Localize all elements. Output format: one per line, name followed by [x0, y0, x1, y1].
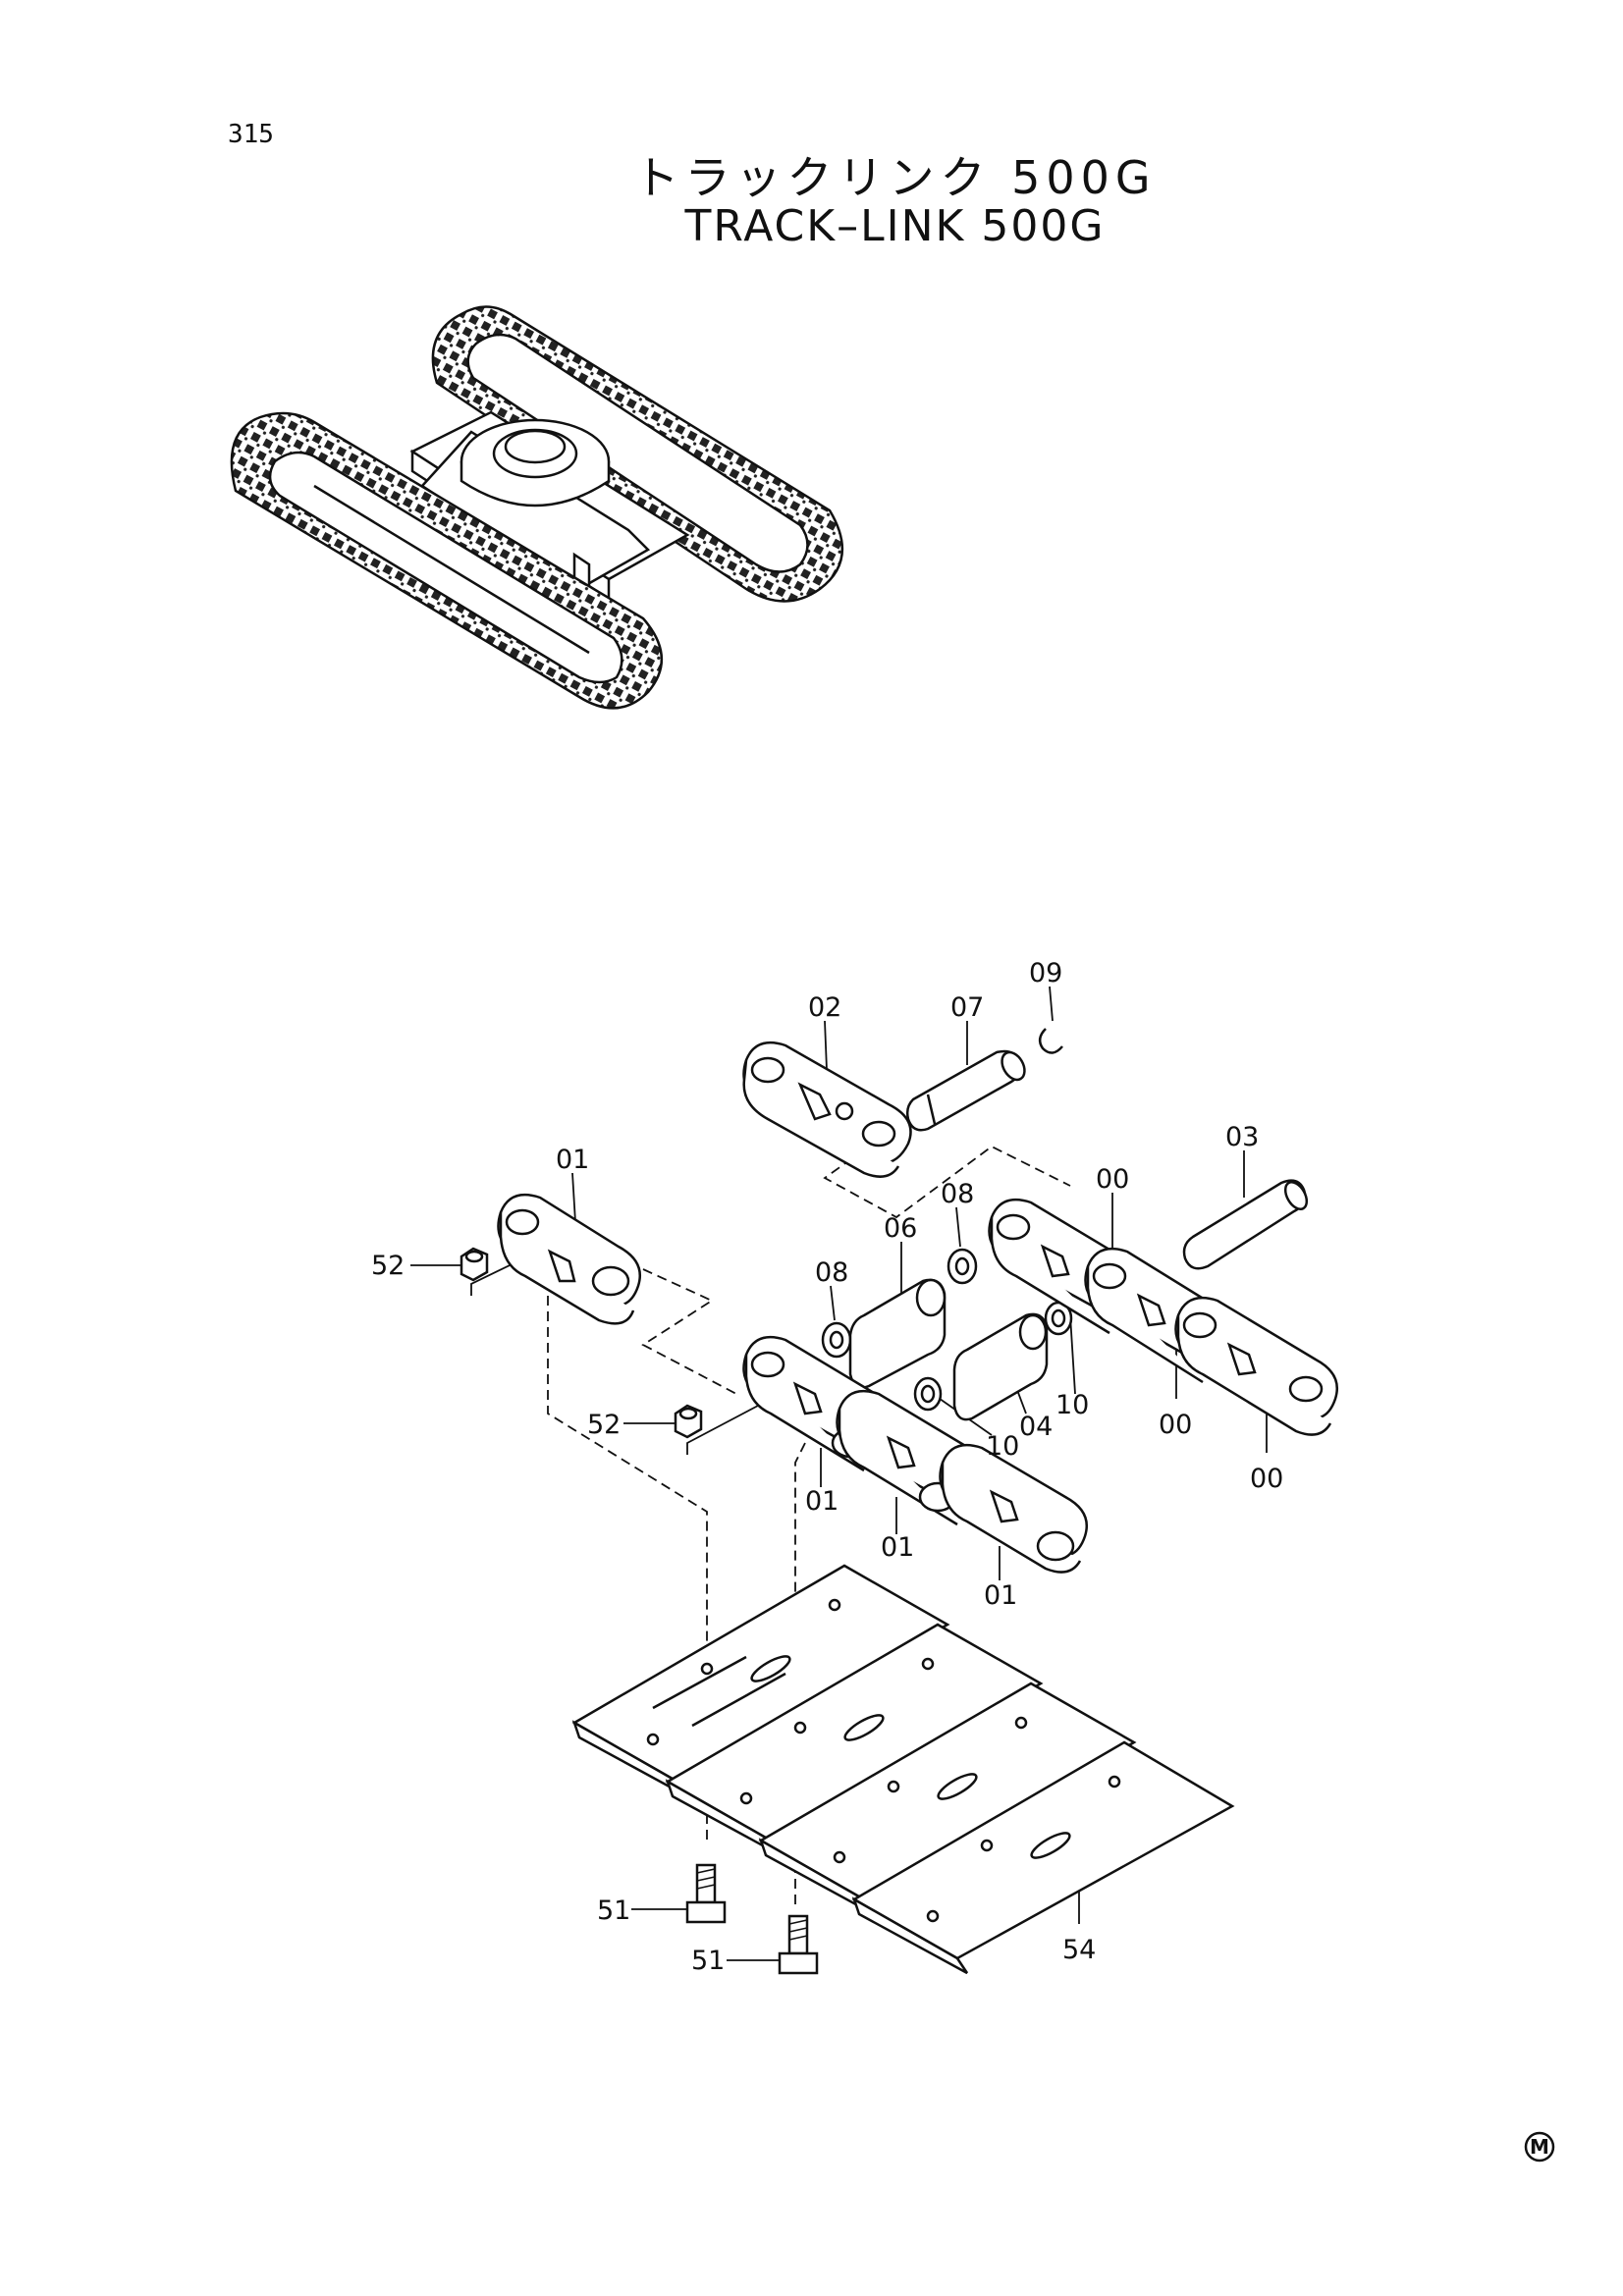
undercarriage-overview: [230, 305, 844, 710]
part-10-washer-b: [913, 1376, 943, 1412]
part-08-washer-a: [947, 1248, 978, 1285]
part-07-pin: [905, 1049, 1026, 1132]
callout-04: 04: [1019, 1412, 1053, 1442]
callout-09: 09: [1029, 958, 1062, 988]
track-far: [431, 305, 844, 603]
part-06-bushing: [848, 1278, 947, 1389]
callout-01-c: 01: [984, 1580, 1017, 1611]
part-51-bolt-b: [778, 1914, 819, 1975]
track-near: [230, 411, 663, 710]
part-02-link: [742, 1041, 912, 1178]
part-52-nut-a: [460, 1247, 489, 1282]
callout-06: 06: [884, 1213, 917, 1244]
part-08-washer-b: [821, 1321, 852, 1359]
callout-52-b: 52: [587, 1410, 621, 1440]
part-52-nut-b: [674, 1404, 703, 1439]
corner-mark: M: [1524, 2131, 1555, 2163]
shoe-plate-4: [851, 1740, 1235, 1975]
part-09-ring: [1038, 1028, 1063, 1054]
part-04-bushing: [952, 1312, 1049, 1421]
part-01-link-c: [939, 1443, 1088, 1574]
callout-08-b: 08: [815, 1257, 848, 1288]
callout-07: 07: [950, 992, 984, 1023]
part-01-link-top: [497, 1193, 641, 1325]
callout-03: 03: [1225, 1122, 1259, 1152]
callout-01-a: 01: [805, 1486, 839, 1517]
shoe-plate-2: [665, 1623, 1044, 1857]
callout-00-b: 00: [1159, 1410, 1192, 1440]
corner-mark-letter: M: [1530, 2135, 1549, 2159]
callout-02: 02: [808, 992, 841, 1023]
callout-01-top: 01: [556, 1145, 589, 1175]
shoe-plate-3: [758, 1682, 1137, 1916]
callout-54: 54: [1062, 1935, 1096, 1965]
callout-01-b: 01: [881, 1532, 914, 1563]
page-number: 315: [228, 120, 274, 149]
callout-51-b: 51: [691, 1946, 725, 1976]
part-54-shoe-plates: [571, 1564, 1235, 1975]
callout-08-a: 08: [941, 1179, 974, 1209]
callout-00-c: 00: [1250, 1464, 1283, 1494]
callout-52-a: 52: [371, 1251, 405, 1281]
title-english: TRACK–LINK 500G: [684, 201, 1106, 251]
part-03-pin: [1182, 1179, 1309, 1270]
swing-bearing: [460, 418, 611, 507]
callout-labels: 09 02 07 03 01 00 08 06 52 08 10 04 10 0…: [371, 958, 1283, 1976]
callout-10-b: 10: [986, 1431, 1019, 1462]
callout-00-a: 00: [1096, 1164, 1129, 1195]
callout-51-a: 51: [597, 1896, 630, 1926]
shoe-plate-1: [571, 1564, 950, 1798]
callout-10-a: 10: [1055, 1390, 1089, 1420]
part-51-bolt-a: [685, 1863, 727, 1924]
title-japanese: トラックリンク 500G: [633, 151, 1157, 204]
part-00-link-c: [1174, 1296, 1338, 1436]
